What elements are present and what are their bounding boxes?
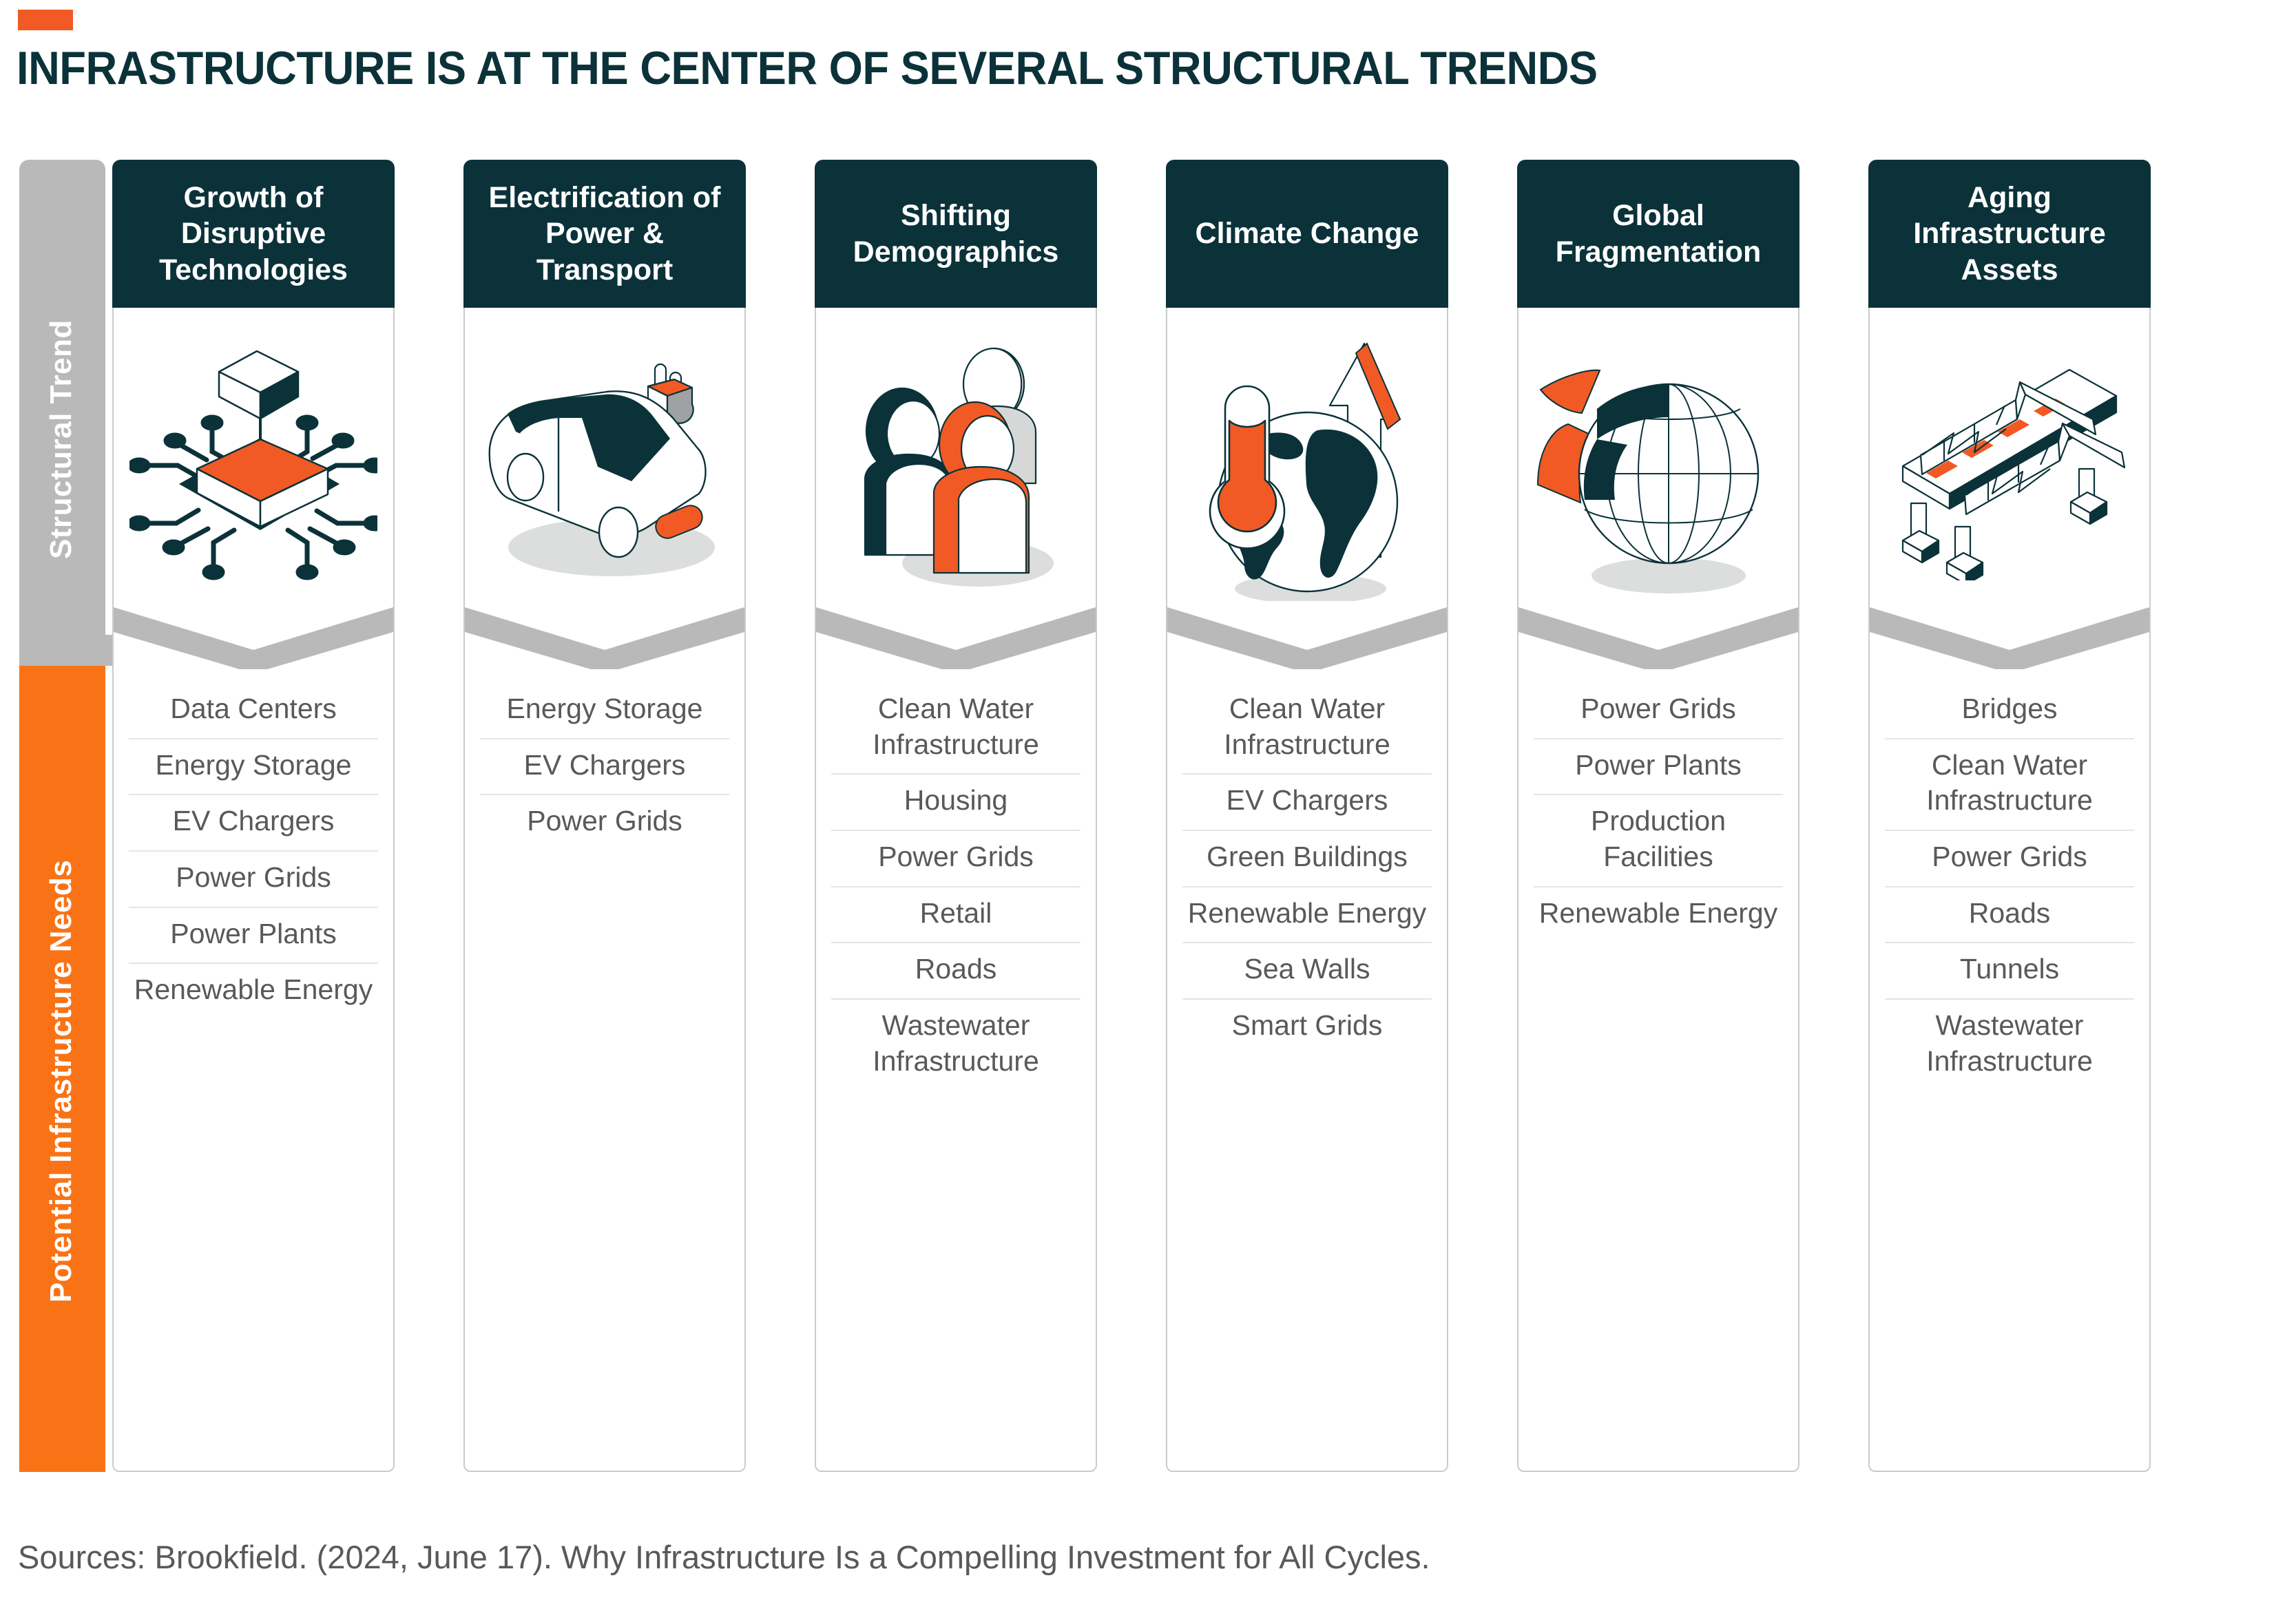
sources-note: Sources: Brookfield. (2024, June 17). Wh…: [18, 1539, 1430, 1575]
list-item: Power Grids: [527, 805, 682, 837]
trend-column-climate-change[interactable]: Climate Change: [1166, 160, 1448, 1472]
list-item: Clean Water Infrastructure: [831, 683, 1081, 775]
list-item: Power Plants: [1534, 739, 1783, 796]
list-item: Renewable Energy: [1182, 887, 1432, 944]
list-item: Energy Storage: [129, 739, 378, 796]
column-header: Electrification of Power & Transport: [463, 160, 746, 308]
list-item: Wastewater Infrastructure: [1926, 1009, 2093, 1077]
chevron-divider: [816, 607, 1096, 669]
needs-list: Clean Water Infrastructure Housing Power…: [831, 683, 1081, 1090]
list-item: Power Grids: [1534, 683, 1783, 739]
trend-column-growth-of-disruptive-technologies[interactable]: Growth of Disruptive Technologies: [112, 160, 395, 1472]
column-frame: [1868, 165, 2151, 1472]
list-item: Wastewater Infrastructure: [873, 1009, 1039, 1077]
needs-list: Power Grids Power Plants Production Faci…: [1534, 683, 1783, 942]
column-header: Climate Change: [1166, 160, 1448, 308]
chevron-divider: [1870, 607, 2149, 669]
list-item: Green Buildings: [1182, 831, 1432, 887]
list-item: Power Plants: [129, 908, 378, 965]
trend-column-electrification-of-power-and-transport[interactable]: Electrification of Power & Transport: [463, 160, 746, 1472]
needs-list: Data Centers Energy Storage EV Chargers …: [129, 683, 378, 1019]
column-frame: [463, 165, 746, 1472]
chevron-divider: [1519, 607, 1798, 669]
list-item: Power Grids: [129, 852, 378, 908]
list-item: Data Centers: [129, 683, 378, 739]
trends-board: Structural Trend Potential Infrastructur…: [0, 160, 2296, 1482]
chevron-divider: [465, 607, 744, 669]
list-item: Clean Water Infrastructure: [1885, 739, 2134, 831]
truss-bridge-icon: [1870, 310, 2149, 623]
trend-column-aging-infrastructure-assets[interactable]: Aging Infrastructure Assets: [1868, 160, 2151, 1472]
needs-list: Clean Water Infrastructure EV Chargers G…: [1182, 683, 1432, 1055]
list-item: Bridges: [1885, 683, 2134, 739]
column-header: Growth of Disruptive Technologies: [112, 160, 395, 308]
list-item: Housing: [831, 775, 1081, 831]
people-group-icon: [816, 310, 1096, 623]
needs-list: Energy Storage EV Chargers Power Grids: [480, 683, 729, 850]
trend-column-shifting-demographics[interactable]: Shifting Demographics: [815, 160, 1097, 1472]
list-item: EV Chargers: [129, 795, 378, 852]
list-item: Smart Grids: [1231, 1009, 1383, 1041]
list-item: Sea Walls: [1182, 943, 1432, 1000]
list-item: Clean Water Infrastructure: [1182, 683, 1432, 775]
rail-potential-needs: [19, 666, 105, 1472]
list-item: Power Grids: [1885, 831, 2134, 887]
list-item: Roads: [831, 943, 1081, 1000]
list-item: EV Chargers: [480, 739, 729, 796]
column-header: Global Fragmentation: [1517, 160, 1799, 308]
list-item: Tunnels: [1885, 943, 2134, 1000]
page-title: INFRASTRUCTURE IS AT THE CENTER OF SEVER…: [17, 42, 1598, 94]
accent-bar: [18, 10, 73, 30]
rail-structural-trend: [19, 160, 105, 666]
column-header: Shifting Demographics: [815, 160, 1097, 308]
fragmented-globe-icon: [1519, 310, 1798, 623]
list-item: Power Grids: [831, 831, 1081, 887]
list-item: Production Facilities: [1534, 795, 1783, 887]
list-item: Renewable Energy: [1538, 896, 1778, 929]
needs-list: Bridges Clean Water Infrastructure Power…: [1885, 683, 2134, 1090]
list-item: EV Chargers: [1182, 775, 1432, 831]
column-frame: [815, 165, 1097, 1472]
rail-label-potential-needs: Potential Infrastructure Needs: [44, 859, 78, 1303]
globe-thermometer-arrow-icon: [1167, 310, 1447, 623]
electric-car-plug-icon: [465, 310, 744, 623]
list-item: Energy Storage: [480, 683, 729, 739]
processor-chip-icon: [114, 310, 393, 623]
list-item: Roads: [1885, 887, 2134, 944]
column-frame: [1166, 165, 1448, 1472]
chevron-divider: [1167, 607, 1447, 669]
trend-column-global-fragmentation[interactable]: Global Fragmentation: [1517, 160, 1799, 1472]
column-header: Aging Infrastructure Assets: [1868, 160, 2151, 308]
list-item: Retail: [831, 887, 1081, 944]
rail-label-structural-trend: Structural Trend: [44, 319, 78, 559]
category-rail: Structural Trend Potential Infrastructur…: [19, 160, 130, 1472]
chevron-divider: [114, 607, 393, 669]
list-item: Renewable Energy: [134, 974, 373, 1006]
